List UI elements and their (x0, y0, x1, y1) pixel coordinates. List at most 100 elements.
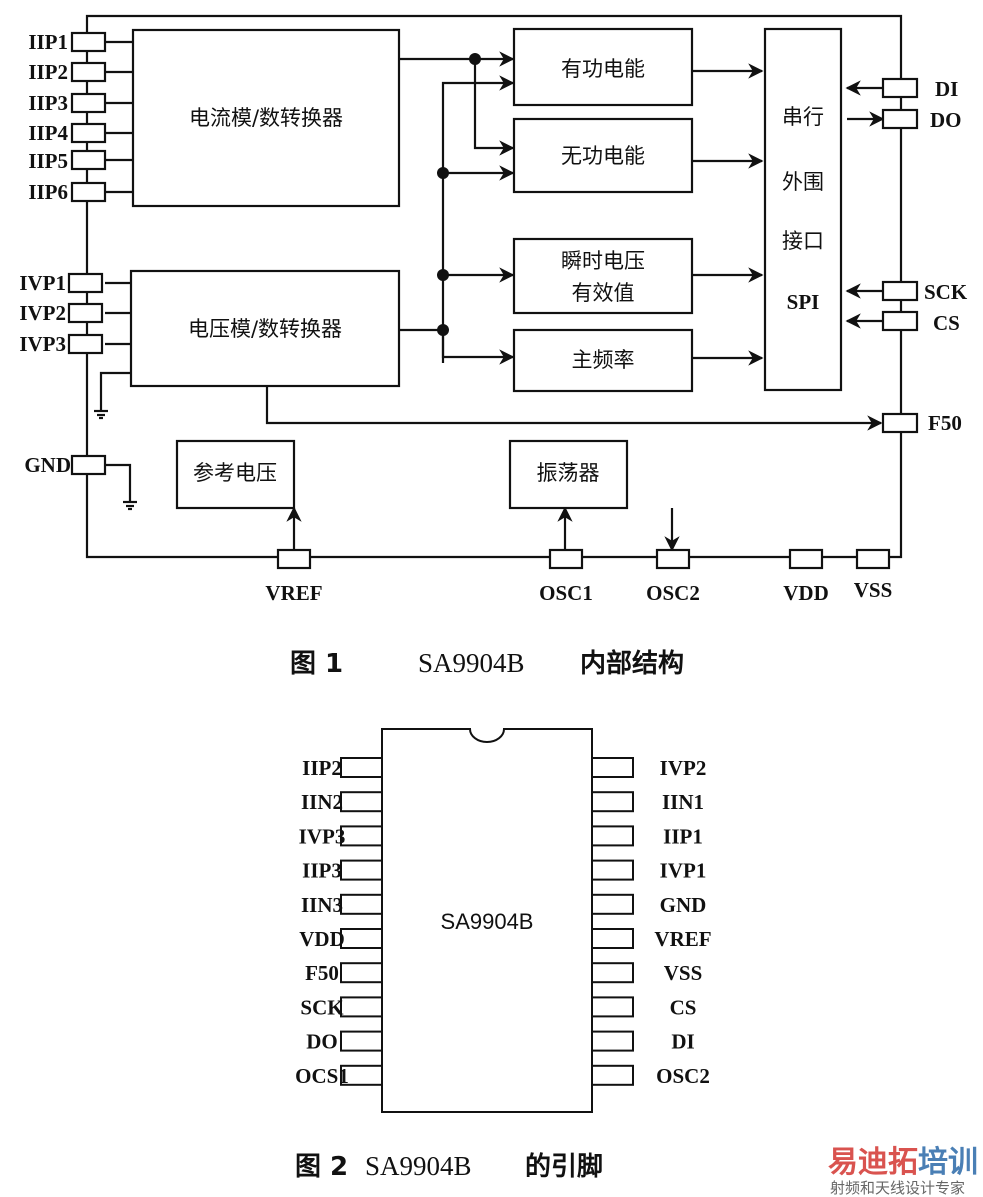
figure1-blocks (67, 27, 919, 570)
figure2-caption: 图 2 SA9904B 的引脚 (295, 1151, 603, 1182)
pin-label: DI (935, 77, 958, 101)
chip-pin-label-right: IIP1 (663, 824, 703, 848)
rms-voltage-block (512, 237, 694, 315)
chip-pin-label-left: IIP2 (302, 756, 342, 780)
pin-do (881, 108, 919, 130)
main-frequency-label: 主频率 (572, 348, 635, 372)
chip-pin-label-left: IIN2 (301, 790, 343, 814)
figure2-chip (381, 728, 593, 1113)
current-adc-block (131, 28, 401, 208)
chip-pin-left (340, 859, 383, 881)
chip-pin-left (340, 893, 383, 915)
pin-label: IIP1 (28, 30, 68, 54)
active-energy-label: 有功电能 (561, 57, 645, 81)
junction-dots (437, 53, 481, 336)
reactive-energy-label: 无功电能 (561, 144, 645, 168)
spi-label-3: 接口 (782, 229, 824, 253)
rms-voltage-label-2: 有效值 (572, 281, 635, 305)
chip-pin-right (591, 1030, 634, 1052)
pin-iip5 (70, 149, 107, 171)
caption-text: 内部结构 (580, 649, 684, 679)
pin-label: OSC1 (539, 581, 593, 605)
pin-iip3 (70, 92, 107, 114)
chip-pin-right (591, 791, 634, 813)
caption-chip: SA9904B (365, 1151, 472, 1181)
pin-label: IIP5 (28, 149, 68, 173)
pin-iip6 (70, 181, 107, 203)
pin-f50 (881, 412, 919, 434)
voltage-adc-label: 电压模/数转换器 (188, 317, 342, 341)
figure2-right-pins (591, 757, 634, 1086)
chip-pin-label-left: OCS1 (295, 1064, 349, 1088)
chip-pin-label-right: DI (671, 1030, 694, 1054)
chip-pin-label-right: VREF (654, 927, 711, 951)
pin-iip1 (70, 31, 107, 53)
chip-pin-label-right: VSS (664, 961, 703, 985)
pin-label: IIP4 (28, 121, 68, 145)
chip-pin-label-right: IVP1 (660, 859, 707, 883)
pin-label: SCK (924, 280, 968, 304)
rms-voltage-label-1: 瞬时电压 (561, 249, 645, 273)
reference-voltage-label: 参考电压 (193, 461, 277, 485)
junction-dot (437, 324, 449, 336)
chip-pin-left (340, 791, 383, 813)
reference-voltage-block (175, 439, 296, 510)
spi-label-4: SPI (787, 290, 820, 314)
voltage-adc-block (129, 269, 401, 388)
pin-label: IIP3 (28, 91, 68, 115)
pin-label: VREF (265, 581, 322, 605)
chip-pin-right (591, 962, 634, 984)
pin-label: CS (933, 311, 960, 335)
caption-text: 的引脚 (525, 1151, 603, 1182)
chip-pin-right (591, 996, 634, 1018)
pin-label: VDD (783, 581, 829, 605)
chip-pin-label-left: F50 (305, 961, 339, 985)
chip-pin-label-right: IIN1 (662, 790, 704, 814)
chip-pin-right (591, 1064, 634, 1086)
pin-label: GND (24, 453, 71, 477)
pin-label: IVP1 (19, 271, 66, 295)
chip-pin-label-left: IIP3 (302, 859, 342, 883)
chip-pin-label-right: OSC2 (656, 1064, 710, 1088)
junction-dot (469, 53, 481, 65)
chip-pin-right (591, 928, 634, 949)
oscillator-label: 振荡器 (537, 461, 600, 485)
pin-label: OSC2 (646, 581, 700, 605)
pin-iip2 (70, 61, 107, 83)
chip-pin-label-right: GND (660, 893, 707, 917)
reactive-energy-block (512, 117, 694, 194)
chip-pin-right (591, 825, 634, 847)
watermark-brand-1: 易迪拓 (828, 1145, 918, 1180)
chip-pin-label-left: VDD (299, 927, 345, 951)
pin-label: F50 (928, 411, 962, 435)
chip-pin-left (340, 1030, 383, 1052)
pin-ivp3 (67, 333, 104, 355)
chip-pin-left (340, 1064, 383, 1086)
chip-pin-left (340, 825, 383, 847)
pin-ivp1 (67, 272, 104, 294)
junction-dot (437, 269, 449, 281)
pin-sck (881, 280, 919, 302)
chip-pin-label-left: IVP3 (299, 824, 346, 848)
chip-pin-left (340, 928, 383, 949)
caption-chip: SA9904B (418, 648, 525, 678)
figure1-pin-labels: IIP1 IIP2 IIP3 IIP4 IIP5 IIP6 IVP1 IVP2 … (19, 30, 968, 605)
pin-di (881, 77, 919, 99)
watermark: 易迪拓 培训 射频和天线设计专家 (828, 1145, 978, 1197)
spi-label-1: 串行 (782, 105, 824, 129)
figure1-caption: 图 1 SA9904B 内部结构 (290, 648, 684, 679)
chip-pin-right (591, 859, 634, 881)
oscillator-block (508, 439, 629, 510)
spi-label-2: 外围 (782, 170, 824, 194)
chip-pin-label-right: IVP2 (660, 756, 707, 780)
caption-number: 图 2 (295, 1152, 348, 1182)
chip-pin-left (340, 962, 383, 984)
spi-block (763, 27, 843, 392)
pin-label: DO (930, 108, 962, 132)
pin-osc2 (655, 548, 691, 570)
pin-label: IIP2 (28, 60, 68, 84)
chip-name: SA9904B (441, 909, 534, 934)
